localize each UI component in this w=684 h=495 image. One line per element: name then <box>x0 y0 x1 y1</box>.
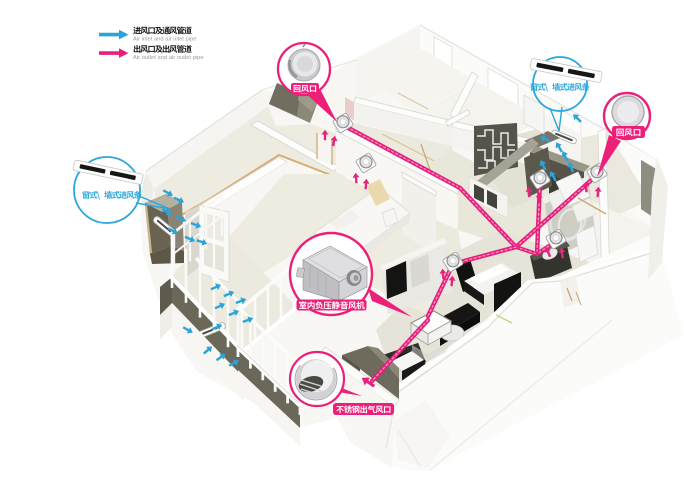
svg-text:Air outlet and air outlet pipe: Air outlet and air outlet pipe <box>133 55 204 61</box>
svg-text:Air inlet and air inlet pipe: Air inlet and air inlet pipe <box>133 37 196 43</box>
